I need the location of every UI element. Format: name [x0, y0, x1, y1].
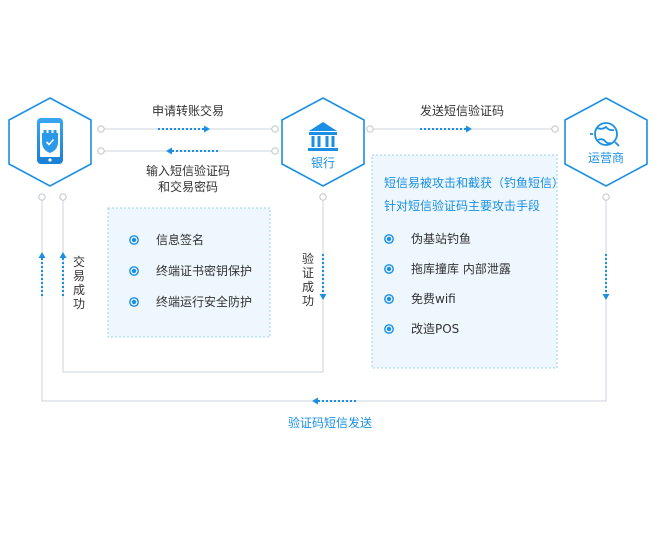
phone-shield-icon [37, 118, 63, 164]
arrow-send-sms-code [420, 125, 472, 133]
vertical-label-char: 验 [302, 251, 314, 266]
label-send-sms-code: 发送短信验证码 [420, 103, 504, 118]
bullet-icon [384, 324, 394, 334]
node-phone [8, 97, 92, 187]
endpoint-dots [38, 125, 610, 201]
globe-icon [590, 122, 620, 147]
label-sms-code-send: 验证码短信发送 [288, 415, 372, 430]
arrow-tx-success-up [59, 252, 67, 298]
arrow-carrier-down [602, 254, 610, 300]
vertical-label-char: 交 [73, 254, 85, 269]
attack-item: 免费wifi [411, 291, 456, 306]
bullet-dot [386, 266, 392, 272]
label-apply-transfer: 申请转账交易 [152, 103, 224, 118]
vertical-label-char: 功 [302, 294, 314, 308]
bullet-icon [384, 294, 394, 304]
bullet-dot [131, 237, 137, 243]
vertical-label-char: 成 [73, 283, 85, 297]
security-item: 终端运行安全防护 [156, 294, 252, 309]
bullet-dot [386, 236, 392, 242]
bullet-icon [129, 297, 139, 307]
label-input-code-line2: 和交易密码 [158, 179, 218, 194]
arrow-sms-code-send [312, 397, 358, 405]
label-input-code-line1: 输入短信验证码 [146, 163, 230, 178]
bullet-icon [129, 266, 139, 276]
security-item: 终端证书密钥保护 [156, 263, 252, 278]
bullet-dot [131, 299, 137, 305]
security-item: 信息签名 [156, 232, 204, 247]
attack-item: 拖库撞库 内部泄露 [411, 261, 511, 276]
carrier-label: 运营商 [588, 150, 624, 165]
attack-item: 改造POS [411, 322, 459, 336]
bullet-dot [386, 296, 392, 302]
flow-arrows [38, 125, 610, 405]
attack-title-line1: 短信易被攻击和截获（钓鱼短信） [384, 176, 564, 190]
bank-label: 银行 [311, 156, 335, 170]
arrow-outer-up [38, 252, 46, 298]
node-carrier: 运营商 [564, 97, 648, 187]
attack-item: 伪基站钓鱼 [411, 232, 471, 246]
bullet-icon [384, 264, 394, 274]
bullet-dot [131, 268, 137, 274]
attack-title-line2: 针对短信验证码主要攻击手段 [384, 198, 540, 213]
bank-icon [308, 122, 338, 151]
node-bank: 银行 [281, 97, 365, 187]
attack-panel: 短信易被攻击和截获（钓鱼短信） 针对短信验证码主要攻击手段 伪基站钓鱼拖库撞库 … [371, 154, 564, 369]
vertical-label-char: 证 [302, 266, 314, 280]
bullet-icon [129, 235, 139, 245]
bullet-dot [386, 326, 392, 332]
arrow-input-code [166, 147, 218, 155]
vertical-label-char: 成 [302, 280, 314, 294]
vertical-label-char: 易 [73, 269, 85, 283]
vertical-label-char: 功 [73, 297, 85, 311]
arrow-apply-transfer [158, 125, 210, 133]
arrow-verify-success-down [319, 254, 327, 300]
bullet-icon [384, 234, 394, 244]
